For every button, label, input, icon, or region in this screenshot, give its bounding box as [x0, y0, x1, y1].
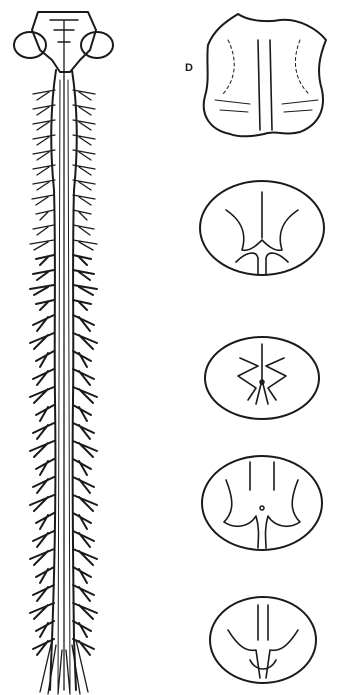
spinal-cord-longitudinal [14, 12, 113, 694]
nerve-root-left [33, 369, 54, 385]
nerve-root-left [36, 210, 54, 220]
nerve-root-right [73, 369, 94, 385]
nerve-root-left [32, 195, 54, 205]
nerve-root-left [36, 405, 54, 421]
nerve-root-left [36, 459, 54, 475]
nerve-root-left [30, 603, 54, 619]
nerve-root-right [73, 459, 91, 475]
nerve-root-right [73, 621, 91, 637]
nerve-root-right [73, 210, 91, 220]
nerve-root-right [73, 315, 94, 331]
nerve-root-left [36, 300, 54, 310]
cross-section-sacral [210, 597, 316, 683]
nerve-root-left [36, 255, 54, 265]
nerve-root-left [33, 423, 54, 439]
nerve-root-right [73, 585, 94, 601]
nerve-root-right [73, 270, 94, 280]
left-lobe [14, 32, 46, 58]
nerve-root-right [73, 255, 91, 265]
nerve-root-right [73, 195, 95, 205]
nerve-root-left [33, 315, 54, 331]
nerve-root-left [36, 513, 54, 529]
nerve-root-right [73, 285, 97, 295]
nerve-root-left [33, 585, 54, 601]
cross-section-cervical [200, 181, 324, 275]
nerve-root-left [30, 333, 54, 349]
nerve-root-right [73, 567, 91, 583]
nerve-root-right [73, 333, 97, 349]
cord-left-edge [50, 70, 56, 690]
nerve-root-left [30, 387, 54, 403]
nerve-root-right [73, 387, 97, 403]
nerve-root-right [73, 351, 91, 367]
nerve-root-right [73, 603, 97, 619]
nerve-root-right [73, 300, 91, 310]
nerve-roots-right [73, 90, 97, 655]
nerve-root-left [33, 270, 54, 280]
nerve-root-right [73, 90, 95, 100]
cross-section-lumbar [202, 456, 322, 550]
cord-inner-left [58, 80, 60, 690]
nerve-root-right [73, 225, 94, 235]
cross-section-medulla [204, 14, 326, 136]
nerve-root-right [73, 423, 94, 439]
nerve-root-right [73, 513, 91, 529]
nerve-root-right [73, 240, 97, 250]
section-label-d: D [185, 62, 193, 74]
nerve-root-right [73, 549, 97, 565]
nerve-root-left [33, 531, 54, 547]
nerve-root-left [30, 495, 54, 511]
nerve-roots-left [30, 90, 55, 655]
cord-right-edge [72, 70, 77, 690]
right-lobe [81, 32, 113, 58]
nerve-root-left [30, 240, 54, 250]
nerve-root-right [73, 495, 97, 511]
nerve-root-left [36, 351, 54, 367]
nerve-root-right [73, 180, 95, 190]
cord-inner-right [68, 80, 70, 690]
nerve-root-right [73, 477, 94, 493]
nerve-root-left [33, 477, 54, 493]
nerve-root-right [73, 531, 94, 547]
nerve-root-right [73, 405, 91, 421]
nerve-root-left [30, 549, 54, 565]
nerve-root-left [36, 567, 54, 583]
nerve-root-left [33, 90, 55, 100]
nerve-root-left [30, 441, 54, 457]
nerve-root-right [73, 441, 97, 457]
nerve-root-left [33, 180, 55, 190]
nerve-root-left [30, 285, 54, 295]
nerve-root-left [33, 225, 54, 235]
cross-section-thoracic [205, 337, 319, 419]
